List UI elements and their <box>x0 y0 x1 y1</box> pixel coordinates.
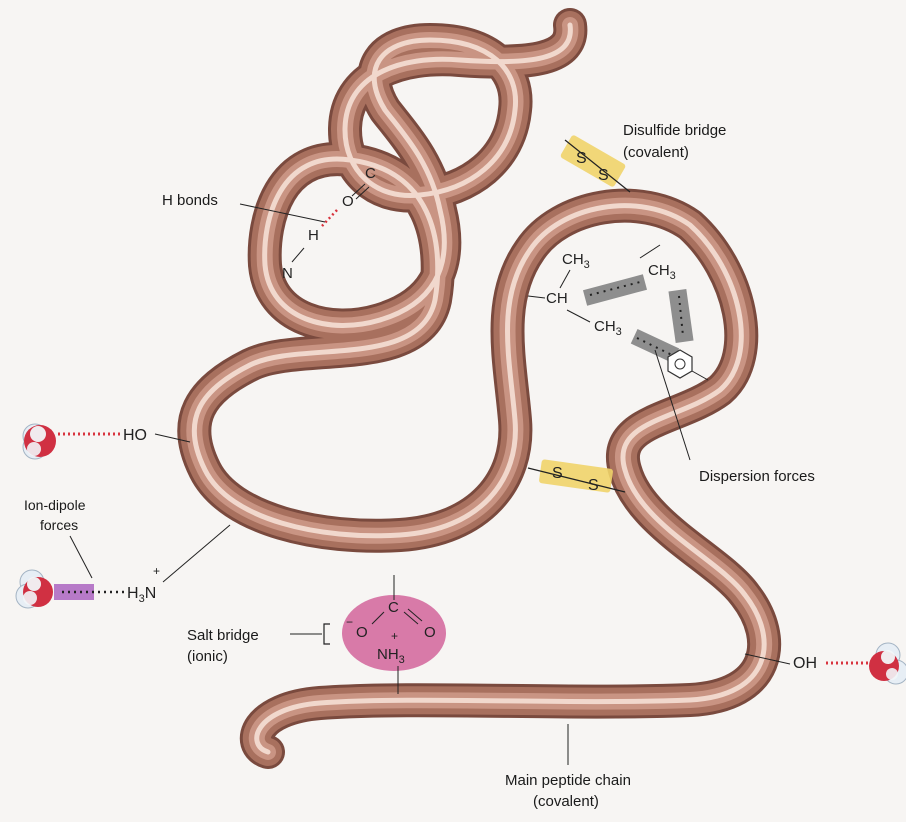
main-chain-label-line1: Main peptide chain <box>505 772 631 789</box>
disulfide-label-line1: Disulfide bridge <box>623 122 726 139</box>
hydroxyl-label-left: HO <box>123 427 147 444</box>
svg-text:O: O <box>356 624 368 641</box>
svg-text:CH3: CH3 <box>562 251 590 271</box>
sulfur-atom: S <box>552 465 563 482</box>
svg-text:−: − <box>346 615 353 629</box>
ammonium-label: H3N <box>127 585 156 605</box>
sulfur-atom: S <box>598 167 609 184</box>
svg-text:CH: CH <box>546 290 568 307</box>
water-molecule-ion <box>16 570 53 608</box>
dispersion-forces-label: Dispersion forces <box>699 468 815 485</box>
salt-bridge-label-line2: (ionic) <box>187 648 228 665</box>
sulfur-atom: S <box>576 150 587 167</box>
svg-text:O: O <box>424 624 436 641</box>
hydroxyl-label-right: OH <box>793 655 817 672</box>
svg-text:C: C <box>365 165 376 182</box>
water-molecule-right <box>869 643 906 684</box>
svg-text:CH3: CH3 <box>594 318 622 338</box>
disulfide-label-line2: (covalent) <box>623 144 689 161</box>
salt-bridge: C O − O + NH3 <box>342 575 446 694</box>
h-bonds-label: H bonds <box>162 192 218 209</box>
svg-text:C: C <box>388 599 399 616</box>
svg-text:+: + <box>153 564 160 578</box>
disulfide-bridge-top: S S <box>560 134 630 192</box>
svg-text:+: + <box>391 629 398 643</box>
water-molecule-left <box>23 424 56 459</box>
salt-bridge-label-line1: Salt bridge <box>187 627 259 644</box>
ion-dipole-label-line2: forces <box>40 517 78 533</box>
svg-text:H: H <box>308 227 319 244</box>
main-chain-label-line2: (covalent) <box>533 793 599 810</box>
sulfur-atom: S <box>588 477 599 494</box>
svg-text:CH3: CH3 <box>648 262 676 282</box>
ion-dipole-label-line1: Ion-dipole <box>24 497 86 513</box>
svg-text:N: N <box>282 265 293 282</box>
